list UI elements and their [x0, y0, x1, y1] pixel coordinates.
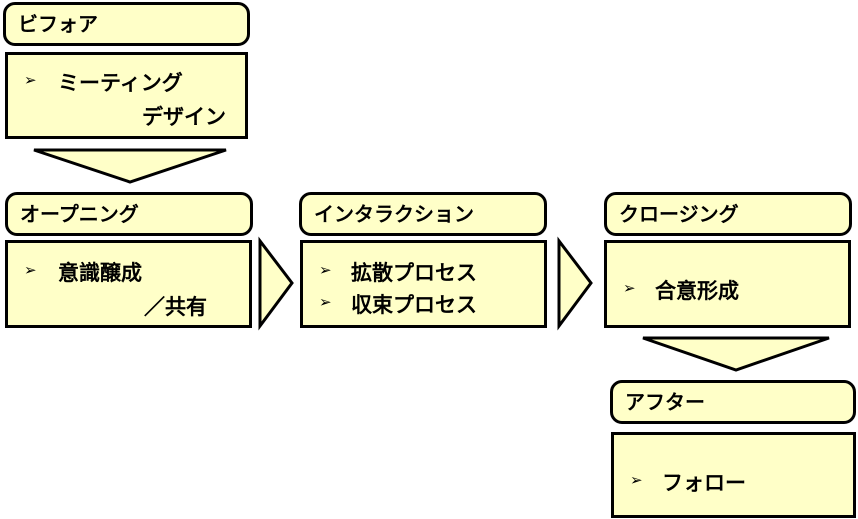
bullet-icon: ➢ — [623, 279, 636, 297]
interaction-item-divergence: 拡散プロセス — [351, 261, 477, 285]
opening-item-share: ／共有 — [144, 295, 207, 319]
before-header: ビフォア — [3, 2, 250, 46]
after-header: アフター — [610, 380, 856, 424]
bullet-icon: ➢ — [24, 261, 37, 279]
bullet-icon: ➢ — [630, 471, 643, 489]
interaction-box: ➢ 拡散プロセス ➢ 収束プロセス — [300, 240, 547, 328]
bullet-icon: ➢ — [24, 71, 37, 89]
opening-header: オープニング — [5, 192, 253, 236]
closing-box: ➢ 合意形成 — [604, 240, 851, 328]
interaction-header: インタラクション — [299, 192, 547, 236]
before-title: ビフォア — [18, 12, 98, 36]
interaction-title: インタラクション — [314, 202, 474, 226]
before-item-meeting: ミーティング — [58, 71, 183, 95]
right-arrow-opening — [258, 236, 294, 331]
bullet-icon: ➢ — [319, 293, 332, 311]
opening-title: オープニング — [20, 202, 139, 226]
closing-item-consensus: 合意形成 — [655, 279, 739, 303]
closing-header: クロージング — [604, 192, 852, 236]
after-item-follow: フォロー — [662, 471, 746, 495]
before-item-design: デザイン — [142, 105, 226, 129]
down-arrow-closing — [642, 336, 830, 372]
down-arrow-before — [33, 148, 227, 184]
closing-title: クロージング — [619, 202, 739, 226]
interaction-item-convergence: 収束プロセス — [351, 293, 477, 317]
after-title: アフター — [625, 390, 705, 414]
before-box: ➢ ミーティング デザイン — [5, 52, 248, 139]
opening-box: ➢ 意識醸成 ／共有 — [5, 240, 252, 328]
after-box: ➢ フォロー — [611, 432, 856, 518]
opening-item-awareness: 意識醸成 — [58, 261, 142, 285]
right-arrow-interaction — [557, 236, 593, 331]
bullet-icon: ➢ — [319, 261, 332, 279]
